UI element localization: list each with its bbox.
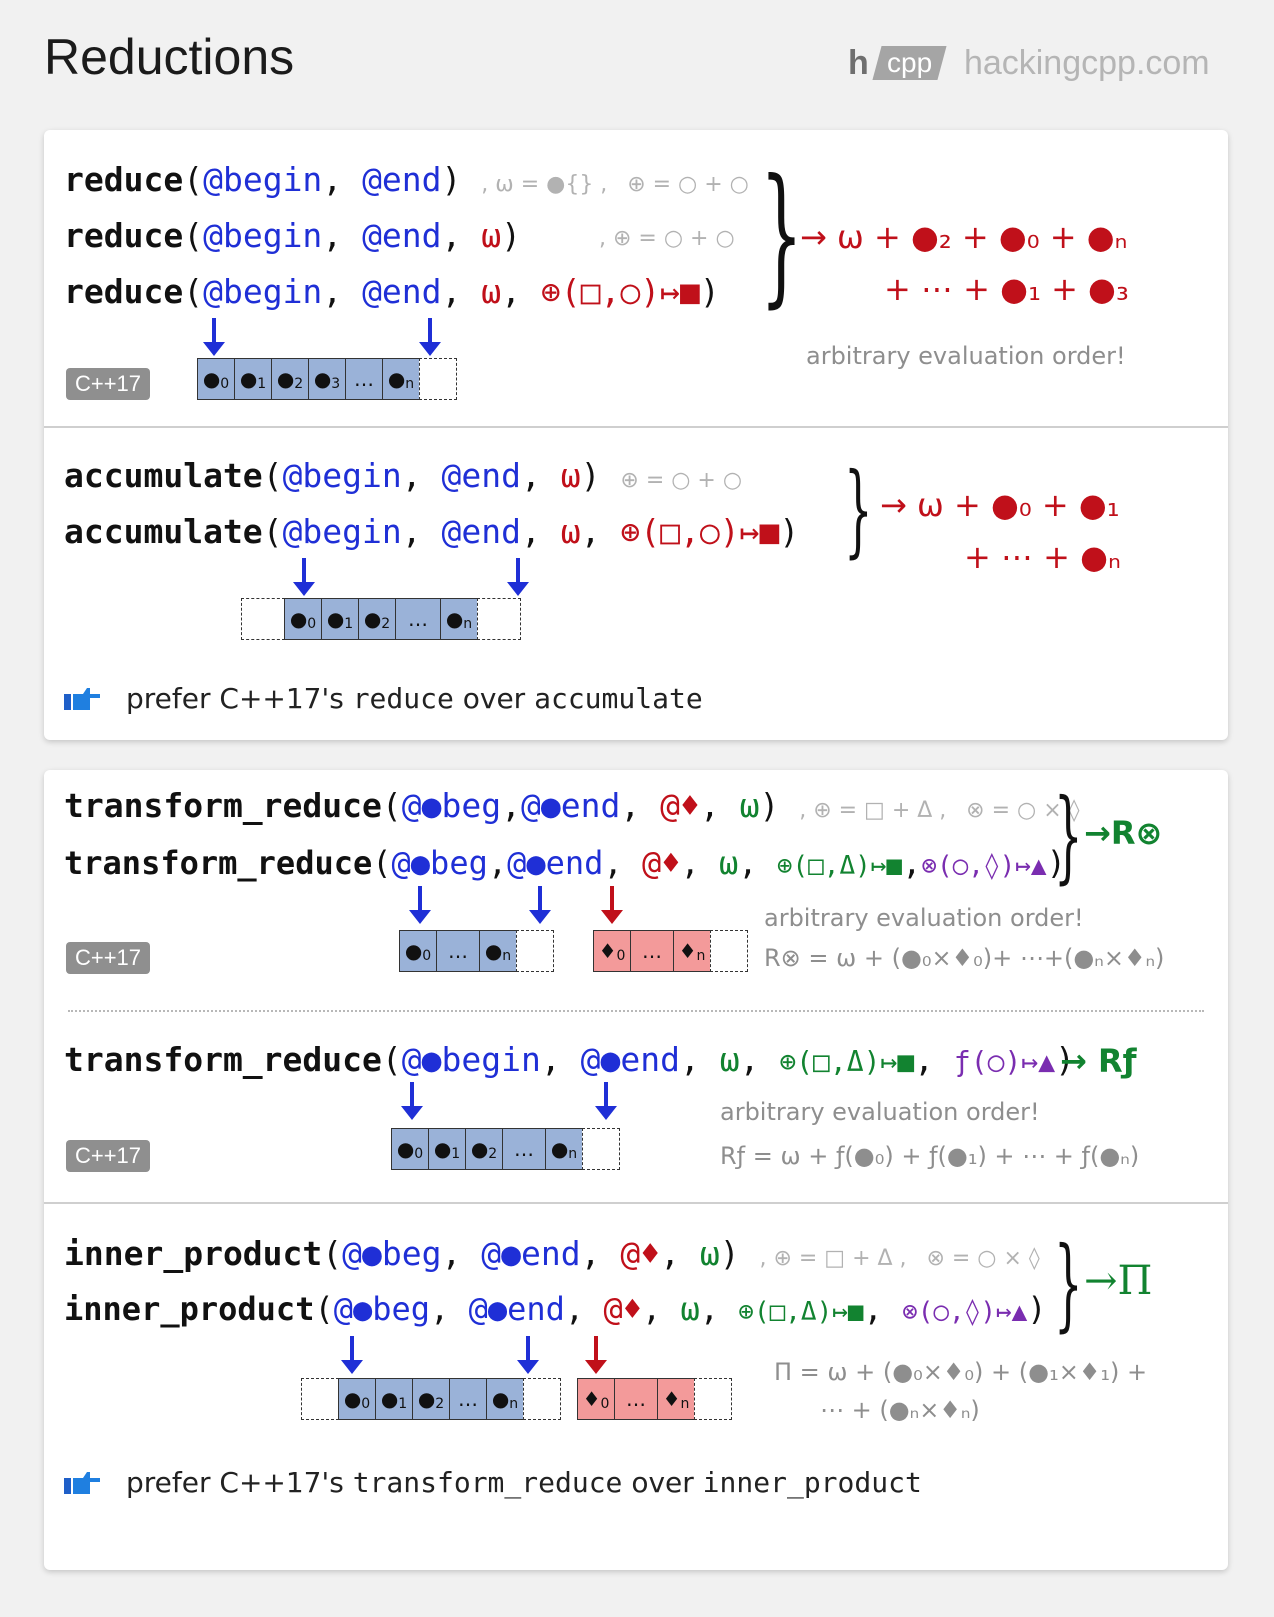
accumulate-default-plus: ⊕ = ○ + ○	[620, 468, 743, 493]
transform-reduce-f-note: arbitrary evaluation order!	[720, 1098, 1040, 1126]
inner-product-line-1: inner_product(@●beg, @●end, @♦, ω) , ⊕ =…	[64, 1234, 1040, 1273]
range-cell: ●0	[338, 1378, 376, 1420]
reduce-result-2: + ⋯ + ●₁ + ●₃	[884, 270, 1129, 308]
range-cell: ●0	[391, 1128, 429, 1170]
reduce-brace: }	[760, 148, 803, 322]
dotted-divider	[68, 1010, 1204, 1012]
default-plus: , ⊕ = □ + Δ ,	[799, 798, 947, 823]
transform-reduce-line-2: transform_reduce(@●beg,@●end, @♦, ω, ⊕(□…	[64, 844, 1066, 882]
range-cell: ●n	[479, 930, 517, 972]
range-cell: …	[436, 930, 480, 972]
reduce-note: arbitrary evaluation order!	[806, 342, 1126, 370]
range-end-cell	[582, 1128, 620, 1170]
accumulate-result-2: + ⋯ + ●ₙ	[964, 538, 1121, 576]
pointing-hand-icon	[64, 687, 100, 710]
reduce-line-1: reduce(@begin, @end) , ω = ●{} , ⊕ = ○ +…	[64, 160, 749, 199]
transform-reduce-range-b: ♦0 … ♦n	[593, 930, 748, 972]
inner-product-range-a: ●0 ●1 ●2 … ●n	[301, 1378, 561, 1420]
reduce-result-1: → ω + ●₂ + ●₀ + ●ₙ	[800, 218, 1128, 256]
default-plus-2: , ⊕ = ○ + ○	[599, 226, 735, 251]
page-title: Reductions	[44, 29, 295, 85]
range-before-cell	[301, 1378, 339, 1420]
range-cell: ●1	[375, 1378, 413, 1420]
reduce-range: ●0 ●1 ●2 ●3 … ●n	[197, 358, 457, 400]
range-cell: ●1	[428, 1128, 466, 1170]
range-cell: ♦n	[673, 930, 711, 972]
site-name: hackingcpp.com	[963, 43, 1210, 82]
inner-product-formula-2: ⋯ + (●ₙ×♦ₙ)	[820, 1396, 980, 1424]
range-cell: ●2	[412, 1378, 450, 1420]
range-cell: ●n	[486, 1378, 524, 1420]
panel-reduce-accumulate: reduce(@begin, @end) , ω = ●{} , ⊕ = ○ +…	[44, 130, 1228, 740]
range-before-cell	[241, 598, 285, 640]
range-cell: …	[502, 1128, 546, 1170]
range-cell: …	[345, 358, 383, 400]
site-logo[interactable]: h cpp hackingcpp.com	[848, 44, 1210, 82]
transform-reduce-range-a: ●0 … ●n	[399, 930, 554, 972]
transform-reduce-line-1: transform_reduce(@●beg,@●end, @♦, ω) , ⊕…	[64, 786, 1080, 825]
logo-h: h	[848, 43, 869, 82]
default-times: ⊗ = ○ × ◊	[926, 1246, 1040, 1271]
range-cell: …	[614, 1378, 658, 1420]
range-cell: …	[449, 1378, 487, 1420]
range-cell: ♦n	[657, 1378, 695, 1420]
range-end-cell	[523, 1378, 561, 1420]
reduce-line-2: reduce(@begin, @end, ω)	[64, 216, 522, 255]
cpp17-badge: C++17	[66, 942, 150, 974]
section-divider	[44, 426, 1228, 428]
pointing-hand-icon	[64, 1471, 100, 1494]
cpp17-badge: C++17	[66, 368, 150, 400]
inner-product-brace: }	[1054, 1225, 1083, 1342]
range-end-cell	[694, 1378, 732, 1420]
transform-reduce-f-formula: Rƒ = ω + ƒ(●₀) + ƒ(●₁) + ⋯ + ƒ(●ₙ)	[720, 1142, 1140, 1170]
inner-product-result: →Π	[1084, 1258, 1153, 1304]
transform-reduce-brace: }	[1054, 777, 1083, 894]
default-omega: , ω = ●{} ,	[481, 172, 608, 197]
range-cell: ●0	[399, 930, 437, 972]
transform-reduce-f-range: ●0 ●1 ●2 … ●n	[391, 1128, 620, 1170]
range-cell: ♦0	[577, 1378, 615, 1420]
range-cell: ●0	[284, 598, 322, 640]
transform-reduce-f-result: → Rƒ	[1060, 1042, 1137, 1080]
default-times: ⊗ = ○ × ◊	[966, 798, 1080, 823]
range-cell: ●2	[358, 598, 396, 640]
accumulate-line-1: accumulate(@begin, @end, ω) ⊕ = ○ + ○	[64, 456, 743, 495]
range-cell: ●n	[440, 598, 478, 640]
range-end-cell	[477, 598, 521, 640]
accumulate-brace: }	[844, 451, 873, 568]
default-plus: ⊕ = ○ + ○	[627, 172, 749, 197]
range-cell: ●n	[382, 358, 420, 400]
accumulate-result-1: → ω + ●₀ + ●₁	[880, 486, 1120, 524]
inner-product-line-2: inner_product(@●beg, @●end, @♦, ω, ⊕(□,Δ…	[64, 1290, 1047, 1328]
range-end-cell	[419, 358, 457, 400]
range-cell: ●1	[234, 358, 272, 400]
section-divider	[44, 1202, 1228, 1204]
logo-cpp-box: cpp	[872, 46, 947, 80]
default-plus: , ⊕ = □ + Δ ,	[759, 1246, 907, 1271]
range-cell: ●0	[197, 358, 235, 400]
transform-reduce-result: →R⊗	[1084, 814, 1163, 852]
range-cell: ●3	[308, 358, 346, 400]
range-cell: ♦0	[593, 930, 631, 972]
accumulate-line-2: accumulate(@begin, @end, ω, ⊕(□,○)↦■)	[64, 512, 800, 551]
inner-product-range-b: ♦0 … ♦n	[577, 1378, 732, 1420]
transform-reduce-note: arbitrary evaluation order!	[764, 904, 1084, 932]
panel-transform-inner: transform_reduce(@●beg,@●end, @♦, ω) , ⊕…	[44, 770, 1228, 1570]
range-end-cell	[516, 930, 554, 972]
range-cell: ●2	[271, 358, 309, 400]
tip-transform-reduce: prefer C++17's transform_reduce over inn…	[64, 1466, 922, 1499]
range-cell: ●n	[545, 1128, 583, 1170]
tip-reduce: prefer C++17's reduce over accumulate	[64, 682, 703, 715]
range-cell: …	[630, 930, 674, 972]
range-end-cell	[710, 930, 748, 972]
reduce-line-3: reduce(@begin, @end, ω, ⊕(□,○)↦■)	[64, 272, 720, 311]
cpp17-badge: C++17	[66, 1140, 150, 1172]
inner-product-formula-1: Π = ω + (●₀×♦₀) + (●₁×♦₁) +	[774, 1358, 1148, 1386]
range-cell: ●1	[321, 598, 359, 640]
accumulate-range: ●0 ●1 ●2 … ●n	[241, 598, 521, 640]
transform-reduce-f-line: transform_reduce(@●begin, @●end, ω, ⊕(□,…	[64, 1040, 1075, 1079]
range-cell: ●2	[465, 1128, 503, 1170]
range-cell: …	[395, 598, 441, 640]
transform-reduce-formula: R⊗ = ω + (●₀×♦₀)+ ⋯+(●ₙ×♦ₙ)	[764, 944, 1165, 972]
